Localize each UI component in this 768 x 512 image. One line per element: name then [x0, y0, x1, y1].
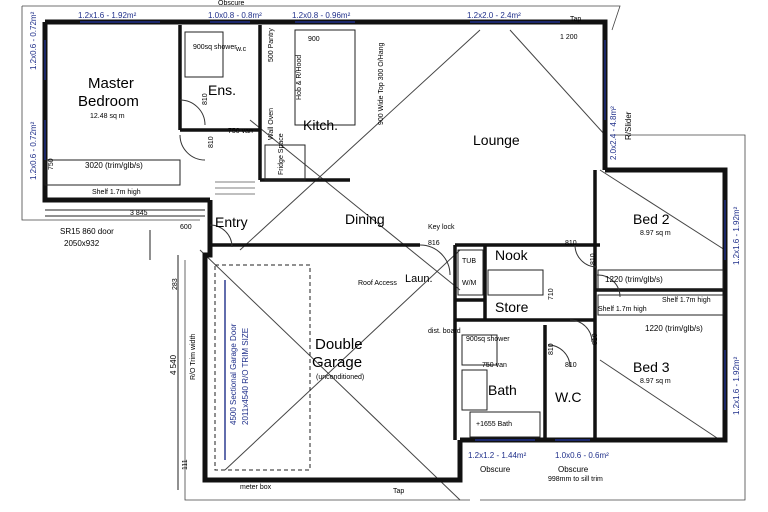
room-entry-label: Entry	[215, 214, 248, 230]
obscure-label: Obscure	[558, 465, 589, 474]
wardrobe-label: 1220 (trim/glb/s)	[605, 275, 663, 284]
door-note: SR15 860 door	[60, 227, 114, 236]
master-area: 12.48 sq m	[90, 113, 125, 120]
dimension: 1 200	[560, 34, 578, 41]
shelf-label: Shelf 1.7m high	[662, 297, 711, 304]
fixture-label: +1655 Bath	[476, 421, 513, 428]
garage-note: (unconditioned)	[316, 374, 365, 381]
dimension: 810	[590, 253, 597, 265]
dimension: 3 845	[130, 210, 148, 217]
room-wc-label: W.C	[555, 389, 582, 405]
tap-label: Tap	[570, 16, 582, 23]
dimension: 810	[565, 362, 577, 369]
room-dining-label: Dining	[345, 211, 385, 227]
window-label: 1.2x2.0 - 2.4m²	[467, 11, 521, 20]
fixture-label: 750 van	[228, 128, 253, 135]
fixture-label: Hob & R/Hood	[296, 54, 303, 100]
shelf-label: Shelf 1.7m high	[92, 189, 141, 196]
window-label: 1.2x0.8 - 0.96m²	[292, 11, 351, 20]
fixture-label: Roof Access	[358, 280, 397, 287]
fixture-label: Wall Oven	[268, 107, 275, 140]
room-bath-label: Bath	[488, 382, 517, 398]
window-label: 1.2x1.6 - 1.92m²	[78, 11, 137, 20]
dimension: 810	[548, 343, 555, 355]
fixture-label: 900sq shower	[466, 336, 510, 343]
room-store-label: Store	[495, 299, 529, 315]
garage-door-label: 4500 Sectional Garage Door	[229, 323, 238, 425]
dimension: 810	[565, 240, 577, 247]
room-nook-label: Nook	[495, 247, 528, 263]
window-label: 1.0x0.6 - 0.6m²	[555, 451, 609, 460]
window-label: 1.2x1.2 - 1.44m²	[468, 451, 527, 460]
bed3-area: 8.97 sq m	[640, 378, 671, 385]
room-garage-label: Double	[315, 336, 363, 353]
room-master-label: Master	[88, 75, 134, 92]
window-label: 1.2x0.6 - 0.72m²	[29, 121, 38, 180]
dimension: 810	[208, 136, 215, 148]
dimension: 4 540	[169, 354, 178, 375]
dimension: 600	[180, 224, 192, 231]
fixture-label: W/M	[462, 280, 477, 287]
fixture-label: Key lock	[428, 224, 455, 231]
dimension: 750	[48, 158, 55, 170]
shelf-label: Shelf 1.7m high	[598, 306, 647, 313]
dimension: 283	[172, 278, 179, 290]
room-garage-label-2: Garage	[312, 354, 363, 371]
room-kitchen-label: Kitch.	[303, 117, 339, 133]
wardrobe-label: 1220 (trim/glb/s)	[645, 324, 703, 333]
dimension: 900	[308, 36, 320, 43]
fixture-label: meter box	[240, 484, 272, 491]
dimension: 111	[182, 459, 189, 470]
obscure-label: Obscure	[480, 465, 511, 474]
fixture-label: 750 van	[482, 362, 507, 369]
fixture-label: dist. board	[428, 328, 461, 335]
room-bed2-label: Bed 2	[633, 211, 670, 227]
window-label: 2.0x2.4 - 4.8m²	[609, 106, 618, 160]
wardrobe-label: 3020 (trim/glb/s)	[85, 161, 143, 170]
fixture-label: w.c	[236, 46, 247, 53]
bed2-area: 8.97 sq m	[640, 230, 671, 237]
room-laundry-label: Laun.	[405, 273, 433, 285]
fixture-label: 900 Wide Top 300 O/Hang	[378, 42, 385, 125]
fixture-label: TUB	[462, 258, 476, 265]
fixture-label: 500 Pantry	[268, 28, 275, 62]
window-label: 1.2x0.6 - 0.72m²	[29, 11, 38, 70]
window-label: 1.0x0.8 - 0.8m²	[208, 11, 262, 20]
obscure-label: Obscure	[218, 0, 245, 7]
fixture-label: Fridge Space	[278, 133, 285, 175]
fixture-label: 900sq shower	[193, 44, 237, 51]
room-ensuite-label: Ens.	[208, 82, 237, 98]
window-label: 1.2x1.6 - 1.92m²	[732, 206, 741, 265]
ro-trim-label: R/O Trim width	[190, 333, 197, 380]
rslider-label: R/Slider	[624, 111, 633, 140]
room-lounge-label: Lounge	[473, 132, 520, 148]
tap-label: Tap	[393, 488, 405, 495]
obscure-note: 998mm to sill trim	[548, 476, 603, 483]
window-label: 1.2x1.6 - 1.92m²	[732, 356, 741, 415]
dimension: 710	[548, 288, 555, 300]
dimension: 810	[592, 333, 599, 345]
room-bed3-label: Bed 3	[633, 359, 670, 375]
garage-door-label: 2011x4540 R/O TRIM SIZE	[241, 327, 250, 425]
dimension: 816	[428, 240, 440, 247]
door-size: 2050x932	[64, 239, 100, 248]
dimension: 810	[202, 93, 209, 105]
room-master-label-2: Bedroom	[78, 93, 139, 110]
